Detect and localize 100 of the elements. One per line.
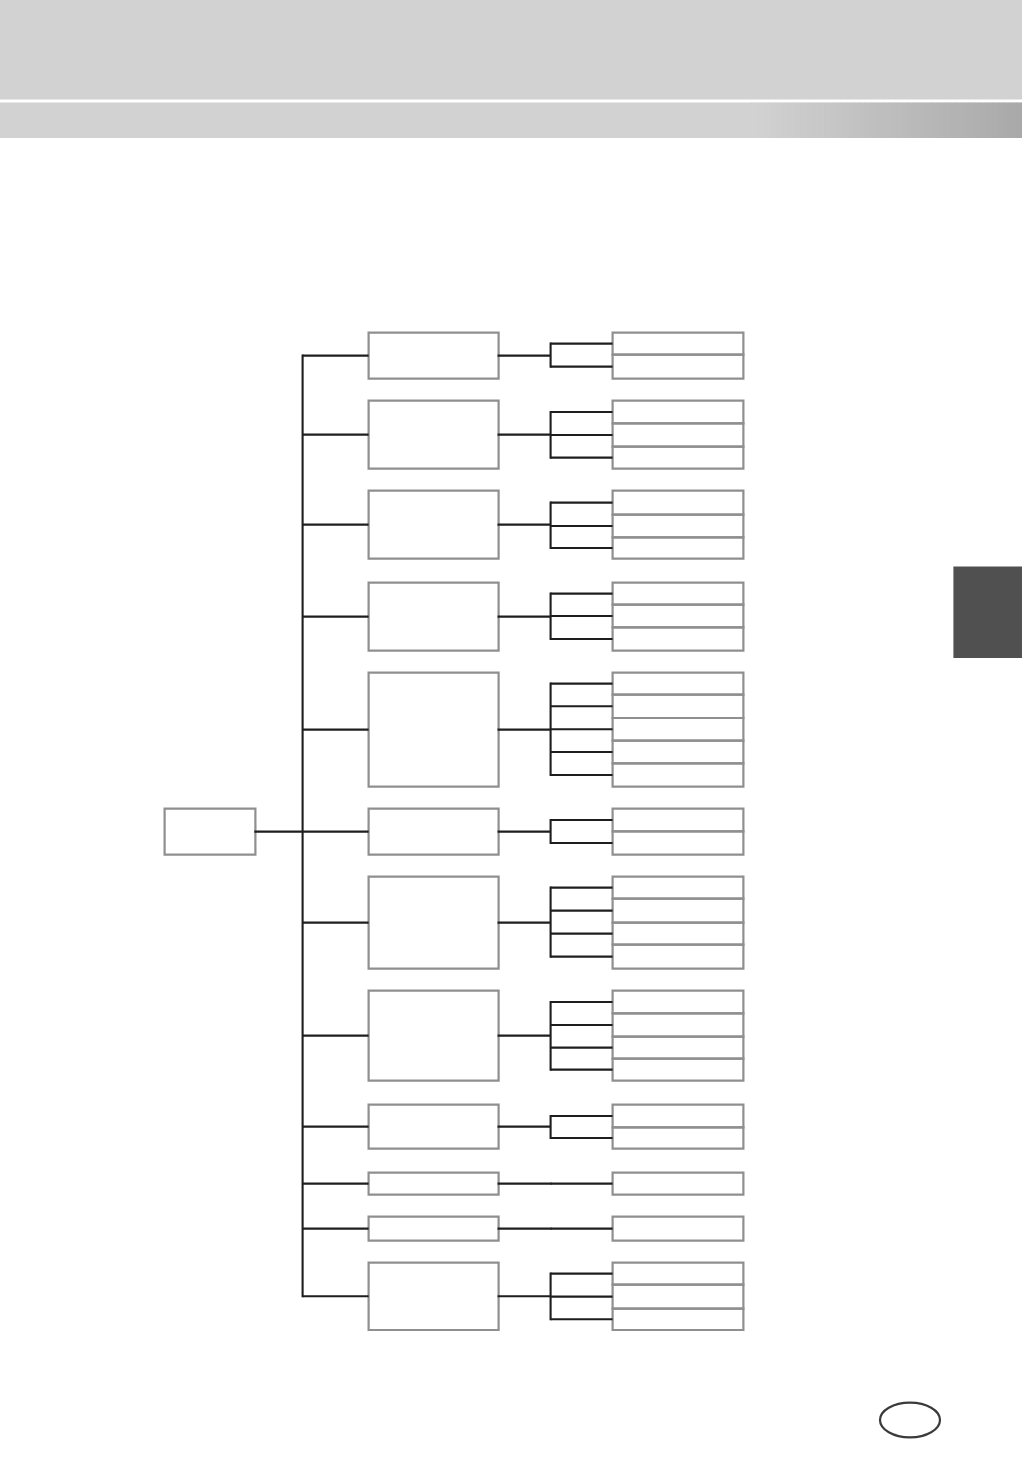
leaf-cell (611, 1035, 745, 1060)
leaf-cell (611, 762, 745, 788)
leaf-cell (611, 1012, 745, 1038)
root-box (163, 807, 257, 856)
connector-line (550, 1046, 613, 1049)
connector-line (550, 932, 613, 935)
leaf-cell (611, 693, 745, 720)
leaf-cell (611, 716, 745, 742)
leaf-cell (611, 422, 745, 448)
connector-line (550, 524, 613, 528)
leaf-cell (611, 489, 745, 516)
connector-line (497, 1227, 552, 1230)
connector-line (302, 1227, 369, 1230)
connector-line (550, 818, 613, 822)
connector-line (550, 501, 613, 504)
connector-line (550, 1318, 613, 1321)
connector-line (497, 886, 552, 958)
branch-box (367, 1171, 500, 1196)
leaf-cell (611, 331, 745, 356)
branch-box (367, 489, 500, 560)
leaf-cell (611, 1307, 745, 1332)
connector-line (550, 773, 613, 777)
connector-line (497, 501, 552, 550)
connector-line (550, 705, 613, 708)
connector-line (302, 728, 369, 731)
leaf-cell (611, 536, 745, 560)
connector-line (550, 365, 613, 368)
branch-box (367, 1215, 500, 1242)
leaf-cell (611, 921, 745, 946)
connector-line (302, 523, 369, 526)
branch-box (367, 1103, 500, 1150)
connector-line (497, 1272, 552, 1321)
leaf-cell (611, 626, 745, 652)
connector-line (550, 1136, 613, 1140)
branch-box (367, 989, 500, 1082)
leaf-cell (611, 739, 745, 765)
leaf-cell (611, 445, 745, 470)
connector-line (550, 682, 613, 685)
branch-box (367, 807, 500, 856)
leaf-cell (611, 671, 745, 696)
leaf-cell (611, 1171, 745, 1196)
leaf-cell (611, 1103, 745, 1129)
connector-line (550, 1068, 613, 1071)
connector-line (497, 410, 552, 459)
leaf-cell (611, 943, 745, 970)
connector-line (302, 1182, 369, 1185)
connector-line (550, 909, 613, 912)
leaf-cell (611, 989, 745, 1015)
connector-line (550, 1295, 613, 1298)
branch-box (367, 875, 500, 970)
connector-line (550, 955, 613, 958)
connector-line (302, 830, 369, 833)
leaf-cell (611, 1215, 745, 1242)
branch-box (367, 1261, 500, 1332)
leaf-cell (611, 581, 745, 606)
connector-line (550, 1227, 613, 1230)
connector-line (550, 456, 613, 459)
leaf-cell (611, 353, 745, 380)
connector-line (550, 1023, 613, 1027)
connector-line (302, 433, 369, 436)
connector-line (497, 818, 552, 845)
connector-line (550, 728, 613, 731)
leaf-cell (611, 1283, 745, 1310)
leaf-cell (611, 830, 745, 856)
connector-line (550, 342, 613, 345)
connector-line (302, 1034, 369, 1037)
leaf-cell (611, 807, 745, 833)
connector-line (497, 1000, 552, 1071)
connector-line (497, 1182, 552, 1185)
connector-line (550, 637, 613, 641)
connector-line (497, 682, 552, 777)
connector-line (550, 1182, 613, 1185)
connector-line (550, 1000, 613, 1004)
leaf-cell (611, 399, 745, 425)
connector-line (302, 354, 369, 357)
connector-line (550, 1272, 613, 1275)
leaf-cell (611, 1261, 745, 1286)
branch-box (367, 399, 500, 470)
leaf-cell (611, 513, 745, 539)
connector-line (497, 592, 552, 641)
leaf-cell (611, 1126, 745, 1150)
connector-line (302, 1125, 369, 1128)
connector-line (302, 1295, 369, 1298)
connector-line (550, 1114, 613, 1118)
connector-line (550, 546, 613, 550)
connector-line (550, 750, 613, 754)
branch-box (367, 581, 500, 652)
connector-line (550, 886, 613, 889)
connector-line (550, 410, 613, 414)
connector-line (550, 614, 613, 618)
connector-line (550, 433, 613, 437)
branch-box (367, 671, 500, 788)
branch-box (367, 331, 500, 380)
connector-line (302, 921, 369, 924)
connector-line (497, 1114, 552, 1140)
leaf-cell (611, 875, 745, 900)
connector-line (254, 354, 304, 1298)
leaf-cell (611, 1057, 745, 1082)
connector-line (302, 615, 369, 618)
leaf-cell (611, 603, 745, 629)
